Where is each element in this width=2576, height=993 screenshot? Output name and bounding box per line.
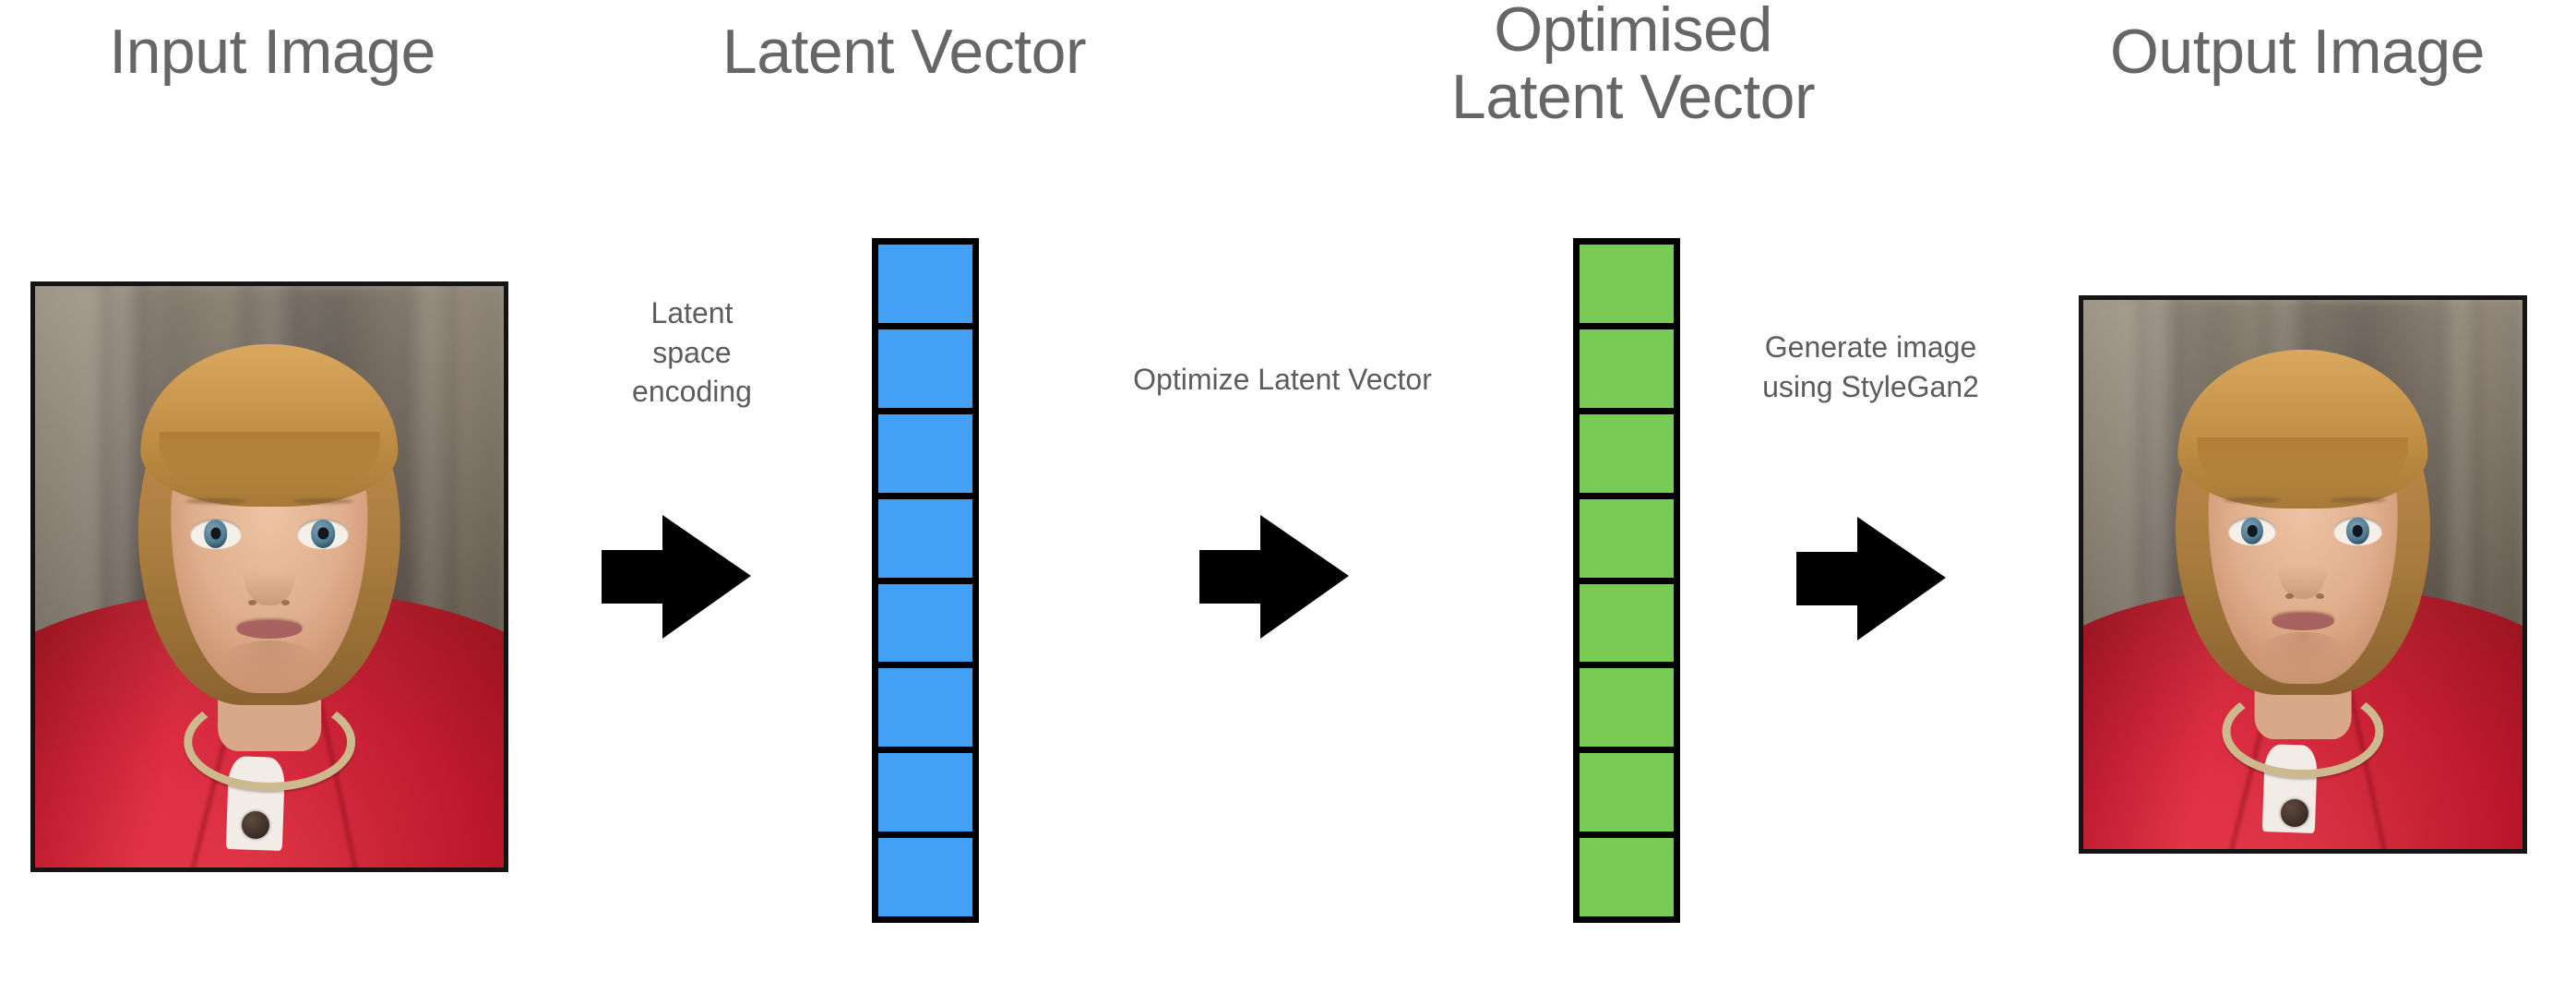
- pupil: [209, 527, 221, 540]
- input-photo-content: [35, 286, 504, 867]
- latent-vector-cell: [878, 413, 972, 493]
- arrow-optimize: [1199, 515, 1349, 639]
- jacket-button: [241, 810, 269, 839]
- optimised-vector-cell: [1580, 753, 1674, 832]
- eye: [189, 519, 242, 549]
- label-optimize-latent-vector: Optimize Latent Vector: [1133, 363, 1432, 396]
- nostril: [2316, 593, 2325, 600]
- arrow-encode: [602, 515, 751, 639]
- eye: [2228, 517, 2277, 545]
- nostril: [2284, 593, 2294, 600]
- mouth: [236, 620, 303, 640]
- optimised-vector-cell: [1580, 498, 1674, 578]
- optimised-vector-cell: [1580, 668, 1674, 748]
- heading-output-image: Output Image: [2109, 17, 2486, 87]
- pupil: [2353, 525, 2363, 537]
- nose: [244, 535, 295, 606]
- optimised-vector-cell: [1580, 583, 1674, 663]
- chin-shading: [218, 640, 321, 693]
- eyebrow: [185, 497, 246, 504]
- latent-vector-cell: [878, 583, 972, 663]
- eye: [297, 519, 350, 549]
- gold-necklace: [2222, 684, 2384, 778]
- gold-necklace: [184, 693, 355, 792]
- heading-optimised-latent-vector: Optimised Latent Vector: [1450, 0, 1816, 133]
- latent-vector-cell: [878, 838, 972, 916]
- optimised-vector-cell: [1580, 413, 1674, 493]
- chin-shading: [2254, 631, 2352, 682]
- mouth: [2272, 613, 2334, 631]
- latent-vector-cell: [878, 668, 972, 748]
- input-image-photo: [30, 281, 508, 872]
- output-image-photo: [2079, 295, 2527, 854]
- arrow-generate: [1796, 517, 1946, 640]
- label-generate-image: Generate image using StyleGan2: [1762, 330, 1979, 403]
- eye: [2333, 517, 2382, 545]
- heading-input-image: Input Image: [109, 17, 435, 87]
- eyebrow: [292, 497, 354, 504]
- heading-latent-vector: Latent Vector: [722, 17, 1087, 87]
- latent-vector-cell: [878, 245, 972, 323]
- pupil: [2248, 525, 2258, 537]
- latent-vector-bar: [872, 238, 979, 923]
- latent-vector-cell: [878, 753, 972, 832]
- nostril: [280, 600, 290, 606]
- eyebrow: [2224, 497, 2282, 504]
- nose: [2278, 532, 2328, 600]
- pupil: [317, 527, 328, 540]
- nostril: [248, 600, 257, 606]
- optimised-vector-cell: [1580, 838, 1674, 916]
- eyebrow: [2329, 497, 2387, 504]
- optimised-vector-cell: [1580, 329, 1674, 408]
- latent-vector-cell: [878, 498, 972, 578]
- optimised-vector-cell: [1580, 245, 1674, 323]
- jacket-button: [2281, 799, 2309, 828]
- output-photo-content: [2083, 300, 2522, 849]
- label-latent-space-encoding: Latent space encoding: [632, 296, 752, 409]
- optimised-latent-vector-bar: [1573, 238, 1680, 923]
- latent-vector-cell: [878, 329, 972, 408]
